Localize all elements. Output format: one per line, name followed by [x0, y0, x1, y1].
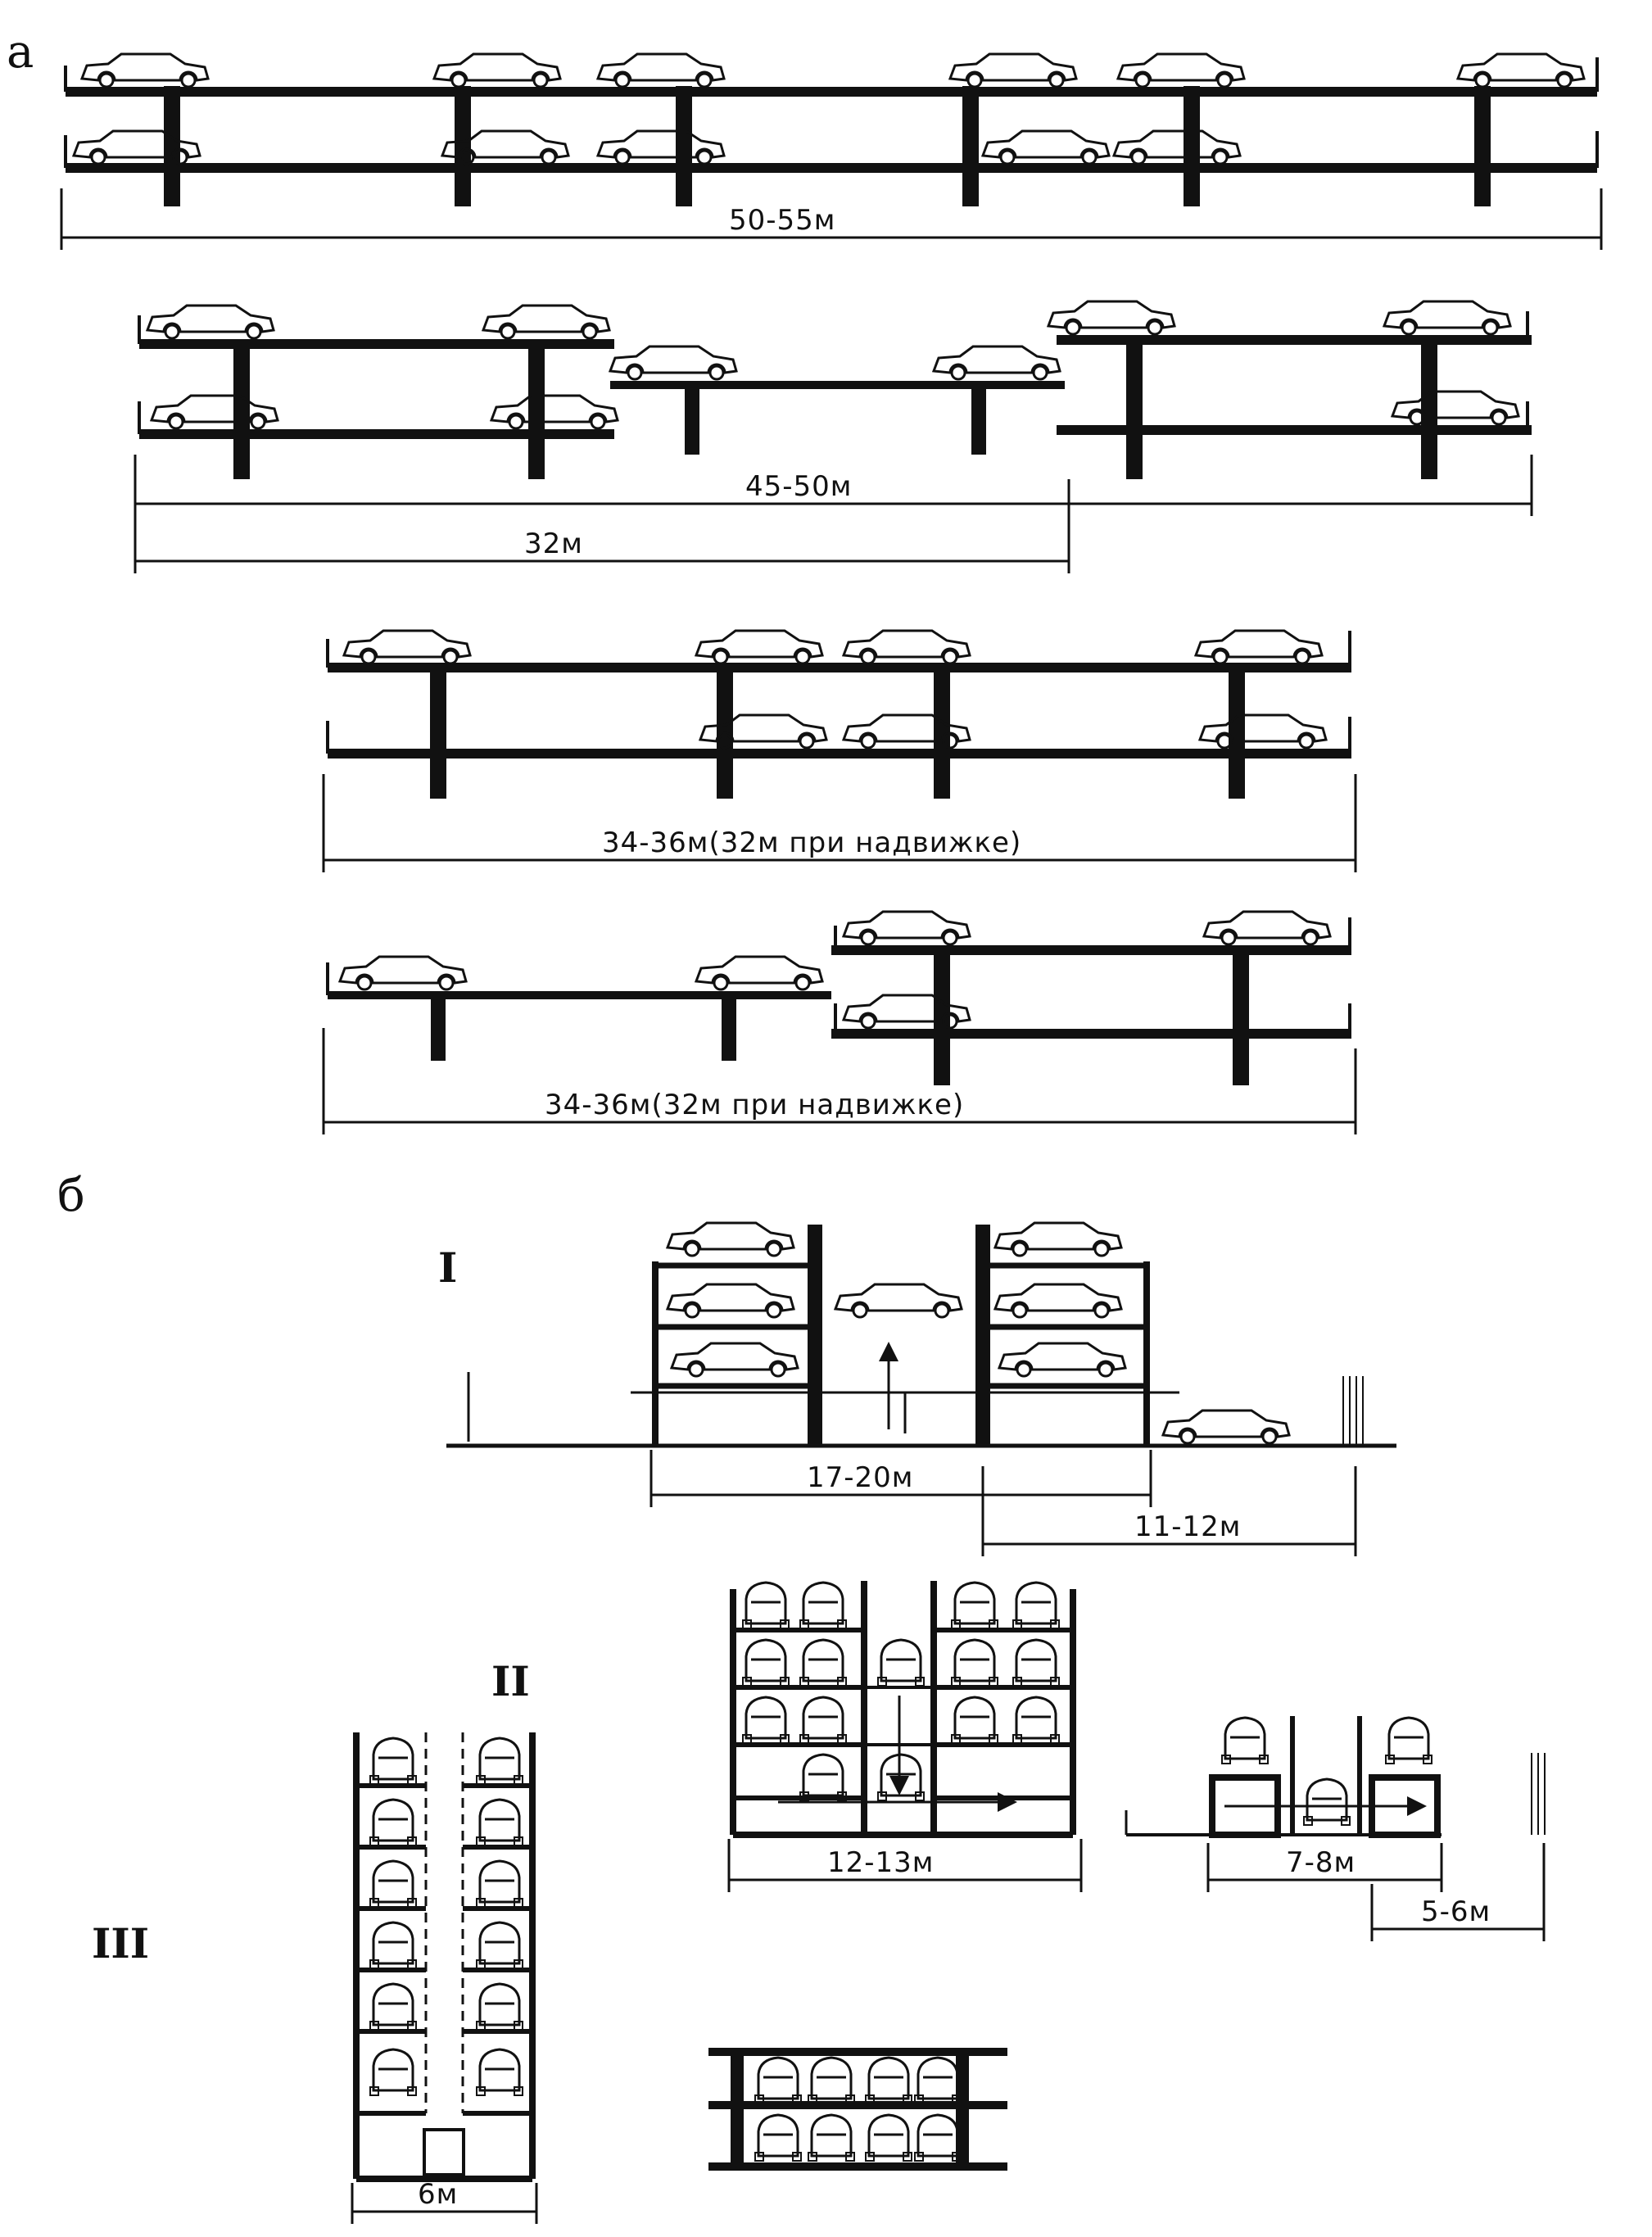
dimension-label-1: 50-55м: [729, 204, 835, 237]
row2-cars: [146, 300, 1520, 430]
variant-I-label: I: [438, 1243, 457, 1292]
variant-III-dimension-line: [351, 2183, 538, 2224]
dimension-label-7: 11-12м: [1134, 1510, 1241, 1543]
dimension-label-8: 12-13м: [827, 1846, 934, 1879]
variant-I-structure: [446, 1225, 1396, 1448]
row4-dimension-line: [322, 1028, 1357, 1134]
section-b-label: б: [57, 1169, 85, 1222]
row4-structure: [326, 917, 1351, 1085]
variant-II-small-cars: [1220, 1716, 1433, 1827]
dimension-label-10: 5-6м: [1421, 1895, 1491, 1928]
variant-II-cars: [741, 1581, 1061, 1802]
bottom-section-structure: [708, 2048, 1007, 2171]
dimension-label-6: 17-20м: [807, 1461, 913, 1494]
row2-dimension-lines: [134, 455, 1533, 573]
row3-dimension-line: [322, 774, 1357, 872]
row1-cars: [72, 52, 1586, 165]
section-a-label: а: [7, 25, 34, 79]
row3-structure: [326, 631, 1351, 799]
dimension-label-4: 34-36м(32м при надвижке): [602, 826, 1021, 859]
dimension-label-5: 34-36м(32м при надвижке): [545, 1089, 964, 1121]
dimension-label-11: 6м: [418, 2178, 458, 2211]
row3-cars: [342, 629, 1328, 749]
dimension-label-3: 32м: [524, 528, 583, 560]
variant-I-dimension-lines: [649, 1450, 1357, 1556]
variant-II-structure: [730, 1581, 1076, 1838]
dimension-label-9: 7-8м: [1286, 1846, 1356, 1879]
variant-III-label: III: [92, 1919, 149, 1968]
variant-II-dimension-line: [727, 1839, 1083, 1892]
variant-II-small-structure: [1125, 1716, 1546, 1838]
variant-III-structure: [353, 1732, 536, 2182]
row1-dimension-line: [60, 188, 1603, 250]
row2-structure: [138, 311, 1532, 479]
variant-II-label: II: [491, 1657, 530, 1705]
row1-structure: [64, 57, 1599, 206]
variant-III-cars: [369, 1737, 524, 2097]
dimension-label-2: 45-50м: [745, 470, 852, 503]
variant-II-small-dimension-lines: [1206, 1843, 1546, 1941]
